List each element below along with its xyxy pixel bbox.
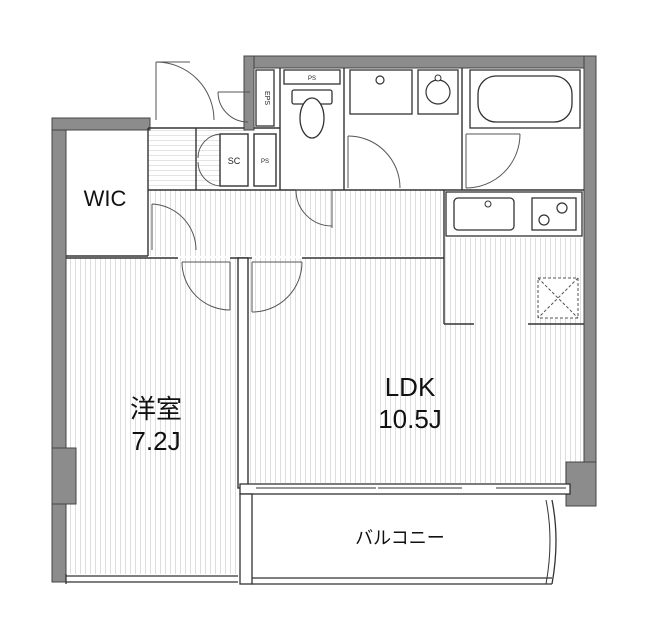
- pipe-space-label-1: PS: [308, 76, 316, 82]
- eps-side-wall: [243, 55, 255, 131]
- entrance-door: [155, 61, 215, 121]
- refrigerator-space: [537, 277, 579, 319]
- ldk-door: [251, 261, 303, 313]
- western-room-door: [181, 261, 231, 311]
- room-labels: WIC 洋室 7.2J LDK 10.5J バルコニー SC PS PS EPS: [84, 76, 445, 548]
- fixtures: [255, 69, 583, 319]
- eps-label: EPS: [263, 91, 270, 105]
- washer-space: [417, 69, 459, 115]
- top-outer-wall: [243, 55, 595, 69]
- eps-box: [255, 69, 275, 127]
- wash-basin: [349, 69, 413, 115]
- washroom-door: [347, 135, 401, 189]
- bathtub: [469, 69, 581, 129]
- wic-door: [151, 203, 197, 251]
- pipe-space-label-2: PS: [261, 159, 269, 165]
- partitions: [66, 68, 584, 489]
- shoe-closet-label: SC: [228, 156, 241, 166]
- hallway-floor: [148, 190, 444, 256]
- ldk-name: LDK: [385, 372, 436, 402]
- western-room-name: 洋室: [130, 394, 182, 424]
- western-room-floor: [66, 258, 240, 574]
- eps-door: [217, 91, 250, 123]
- right-outer-wall: [583, 55, 597, 507]
- toilet: [291, 89, 333, 139]
- left-outer-wall: [51, 117, 67, 583]
- doors: [151, 61, 521, 313]
- balcony-floor: [252, 494, 550, 580]
- wic-top-wall: [51, 117, 151, 131]
- walls: [51, 55, 597, 583]
- ps-box-top: [283, 69, 341, 85]
- ldk-size: 10.5J: [378, 404, 442, 434]
- floor-areas: [66, 128, 584, 580]
- western-room-size: 7.2J: [131, 426, 180, 456]
- balcony-label: バルコニー: [355, 528, 445, 548]
- wic-label: WIC: [84, 186, 127, 211]
- bathroom-door: [465, 133, 521, 189]
- shoe-closet-door: [197, 133, 221, 187]
- kitchen-counter: [445, 191, 583, 237]
- balcony-frame: [65, 483, 571, 585]
- toilet-door: [295, 189, 333, 228]
- left-pilaster: [51, 447, 77, 505]
